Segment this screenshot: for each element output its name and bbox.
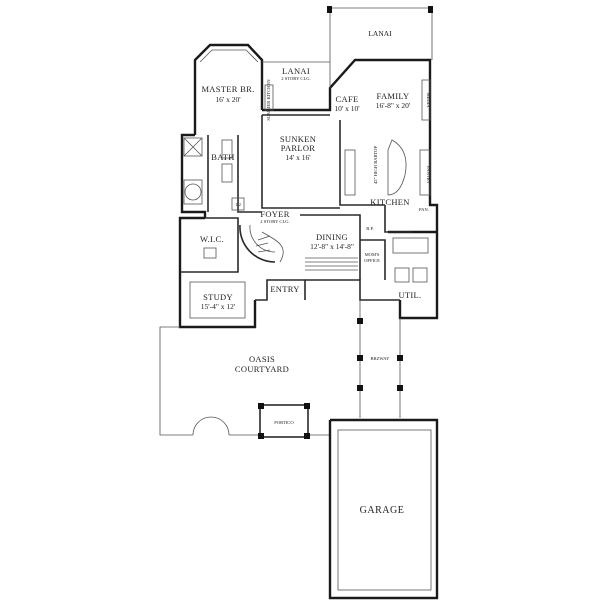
breezeway: [357, 300, 403, 418]
barstop-label: 42" HIGH BARTOP: [373, 146, 378, 184]
portico-label: PORTICO: [274, 420, 294, 425]
dining-dim: 12'-8" x 14'-8": [310, 242, 354, 251]
half-bath-label: 1/2: [235, 202, 242, 207]
master-br-dim: 16' x 20': [215, 95, 241, 104]
cafe-label: CAFE: [336, 94, 359, 104]
lanai-center-area: [262, 61, 330, 111]
bath-fixtures: [183, 135, 262, 213]
dining-label: DINING: [316, 232, 348, 242]
entry-label: ENTRY: [270, 284, 299, 294]
lanai-top-area: [327, 6, 433, 88]
office-block: [360, 237, 429, 283]
bp-label: B.P.: [366, 226, 373, 231]
pantry-label: PANTRY: [426, 166, 431, 184]
oasis-courtyard-label-2: COURTYARD: [235, 364, 289, 374]
pan-label: PAN.: [419, 207, 429, 212]
bath-label: BATH: [211, 152, 234, 162]
sunken-parlor-label-1: SUNKEN: [280, 134, 316, 144]
moms-office-label-2: OFFICE: [364, 258, 380, 263]
cafe-dim: 10' x 10': [334, 104, 360, 113]
master-br-label: MASTER BR.: [201, 84, 254, 94]
wic-detail: [180, 217, 239, 273]
garage: [328, 418, 439, 600]
kitchen-label: KITCHEN: [370, 197, 409, 207]
oasis-courtyard-label-1: OASIS: [249, 354, 275, 364]
master-bedroom-detail: [199, 49, 259, 63]
summer-kitchen-label: SUMMER KITCHEN: [266, 79, 271, 121]
study-label: STUDY: [203, 292, 233, 302]
moms-office-label-1: MOM'S: [365, 252, 380, 257]
lanai-center-label: LANAI: [282, 66, 310, 76]
kitchen-family-detail: [339, 79, 431, 233]
sunken-parlor-label-2: PARLOR: [281, 143, 316, 153]
family-label: FAMILY: [377, 91, 410, 101]
foyer-label: FOYER: [260, 209, 289, 219]
wic-label: W.I.C.: [200, 234, 224, 244]
lanai-top-label: LANAI: [368, 29, 392, 38]
family-dim: 16'-8" x 20': [376, 101, 411, 110]
dining-detail: [300, 214, 361, 280]
study-dim: 15'-4" x 12': [201, 302, 236, 311]
study-detail: [189, 281, 246, 319]
util-label: UTIL.: [399, 290, 422, 300]
foyer-note: 2 STORY CLG.: [260, 219, 289, 224]
sunken-parlor-dim: 14' x 16': [285, 153, 311, 162]
lanai-center-note: 2 STORY CLG.: [281, 76, 310, 81]
media-label: MEDIA: [426, 92, 431, 108]
foyer-stair: [239, 224, 284, 263]
oasis-courtyard: [159, 326, 330, 439]
breezeway-label: BRZWAY: [371, 356, 391, 361]
garage-label: GARAGE: [360, 505, 405, 516]
